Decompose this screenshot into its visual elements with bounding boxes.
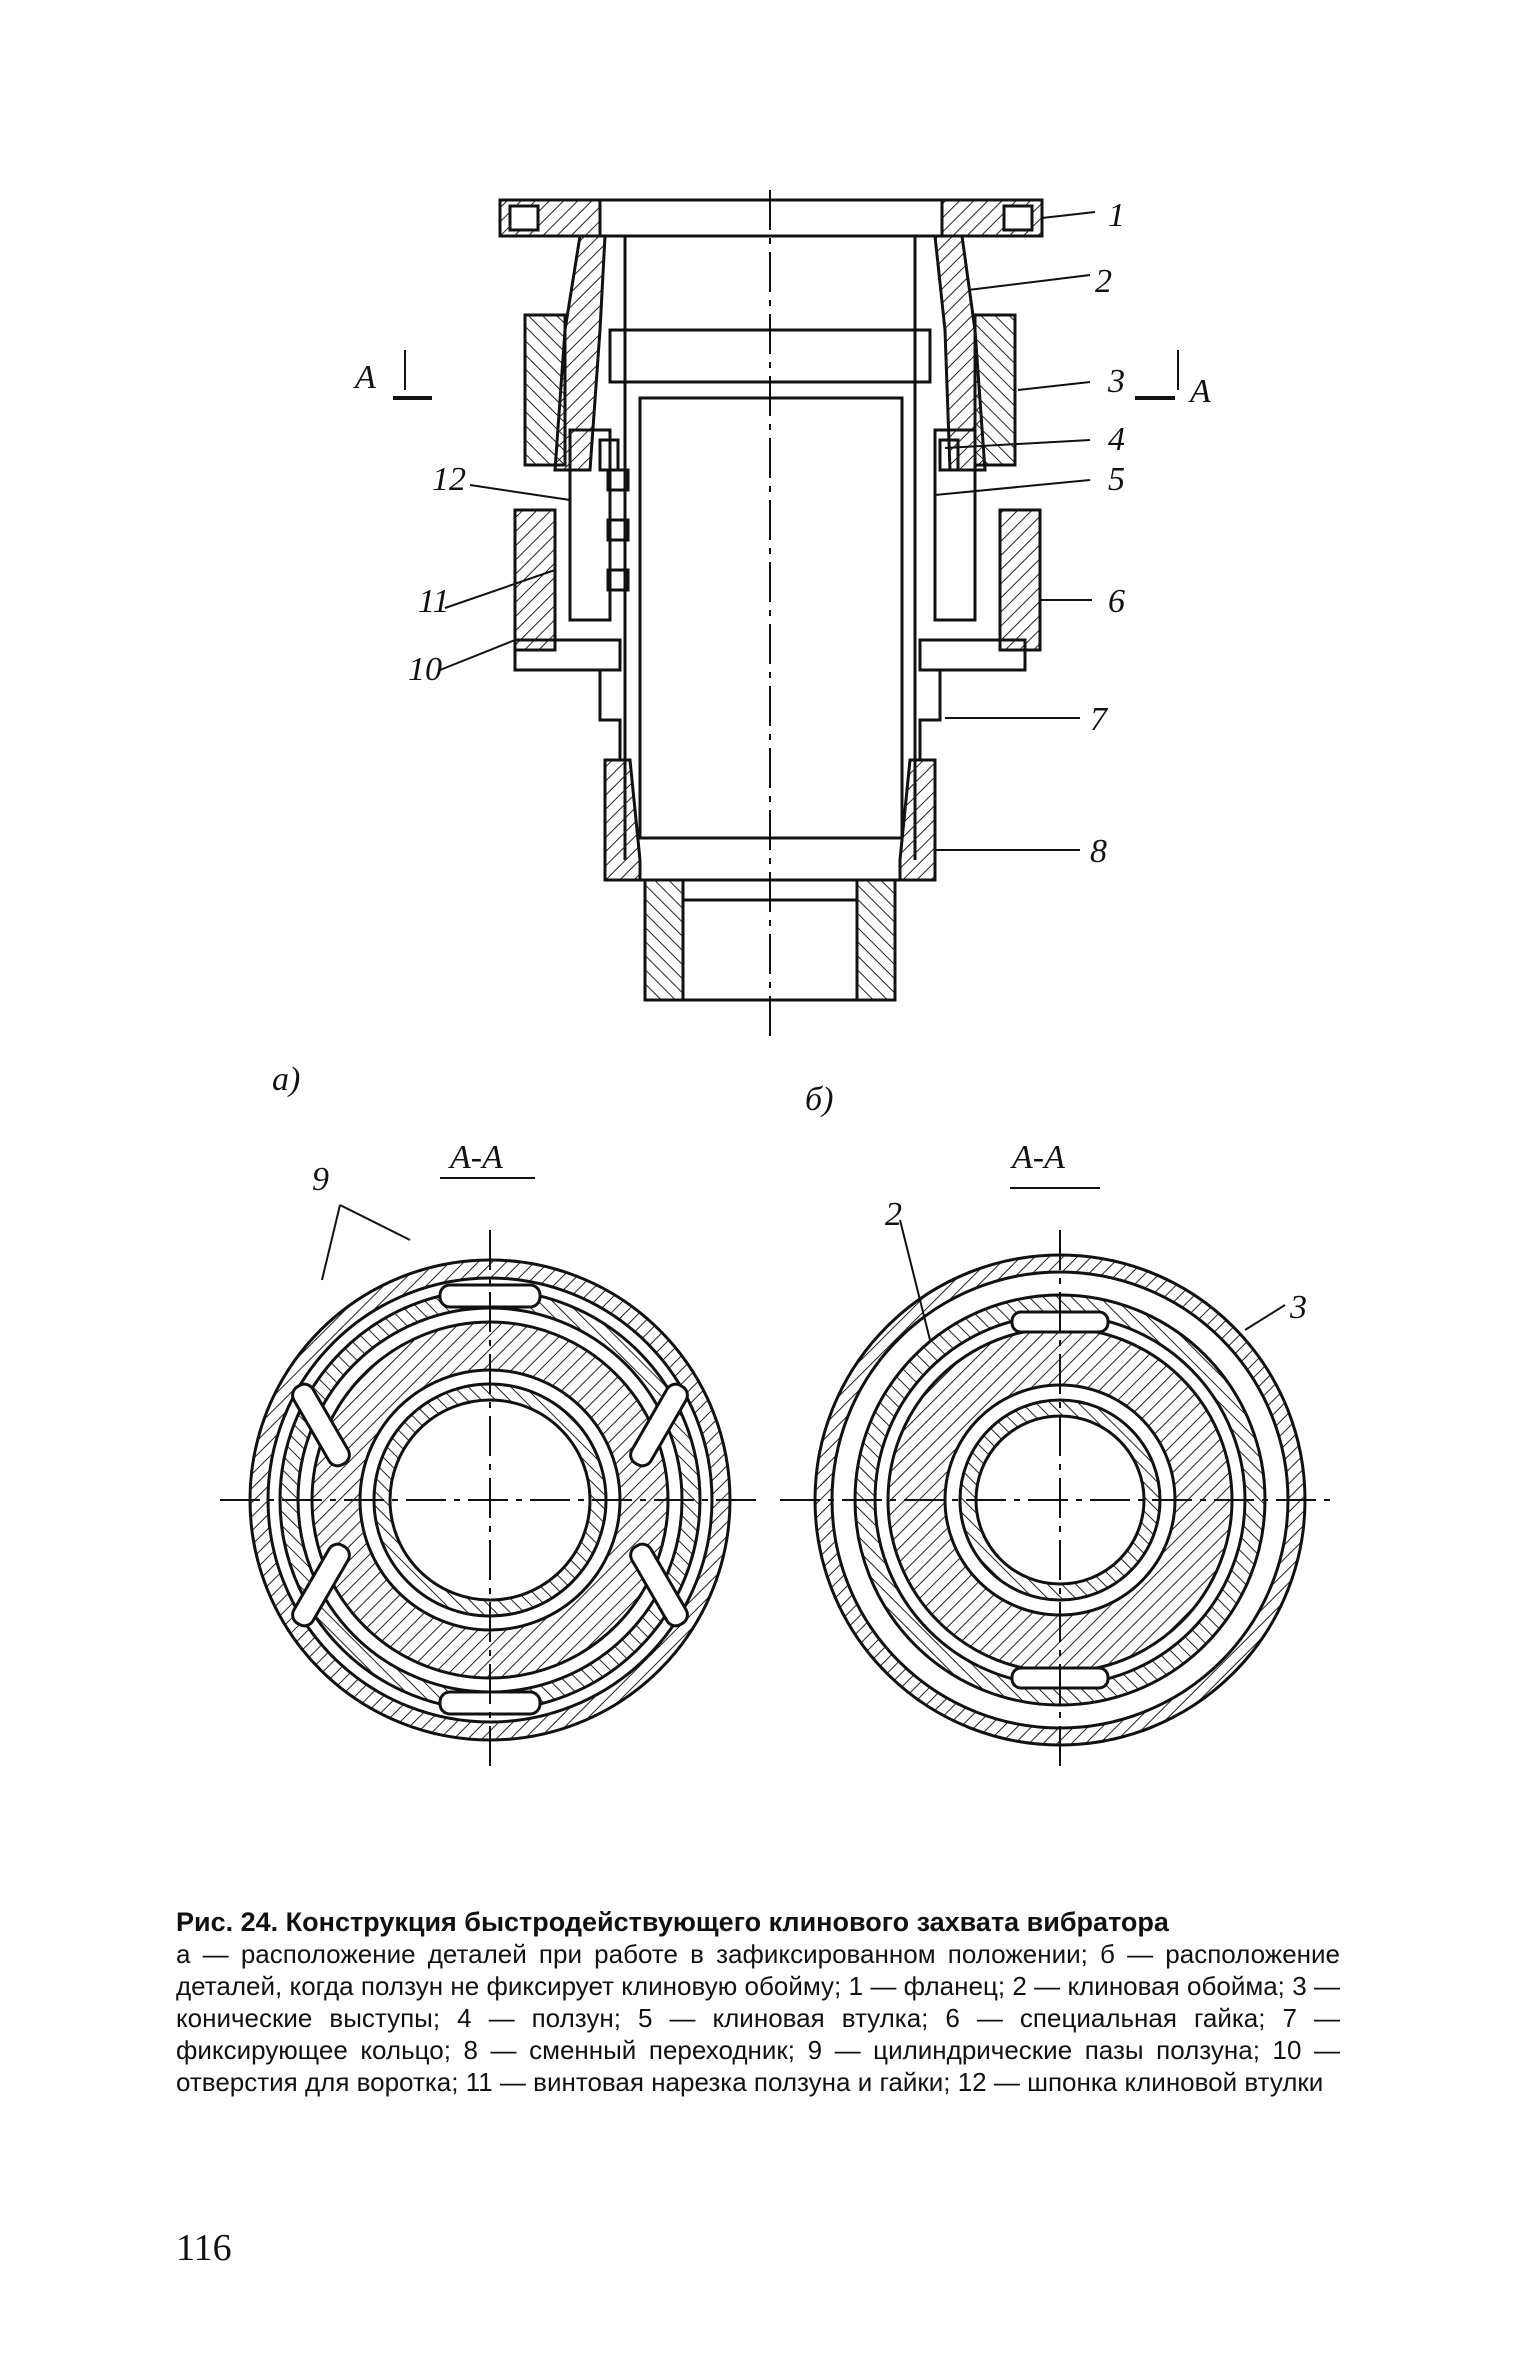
part-label-1: 1 [1108,197,1125,234]
page-number: 116 [176,2227,232,2269]
part-label-5: 5 [1108,461,1125,498]
part-label-12: 12 [432,461,466,498]
caption-title: Рис. 24. Конструкция быстродействующего … [176,1907,1169,1937]
subfigure-a-label: а) [272,1061,300,1098]
part-label-8: 8 [1090,833,1107,870]
section-label-3: 3 [1289,1289,1307,1326]
cross-section-left: А-А [220,1139,760,1770]
caption-text: а — расположение деталей при работе в за… [176,1939,1340,2097]
part-label-3: 3 [1107,363,1125,400]
part-label-10: 10 [408,651,442,688]
figure-caption: Рис. 24. Конструкция быстродействующего … [176,1906,1340,2098]
part-label-11: 11 [418,583,449,620]
subfigure-b-label: б) [805,1081,833,1118]
section-marker-left: A [353,359,376,396]
section-label-2: 2 [885,1196,902,1233]
longitudinal-section [498,190,1044,1040]
part-label-7: 7 [1090,701,1109,738]
part-label-4: 4 [1108,421,1125,458]
part-label-6: 6 [1108,583,1125,620]
technical-drawing: 1 2 3 4 5 6 7 8 10 11 12 A A а) б) А-А 9… [220,190,1335,1770]
section-left-title: А-А [448,1139,503,1176]
section-marker-right: A [1188,373,1211,410]
leader-lines [393,211,1179,851]
part-label-2: 2 [1095,263,1112,300]
section-right-title: А-А [1010,1139,1065,1176]
cross-section-right: А-А [780,1139,1335,1770]
part-label-9: 9 [312,1161,329,1198]
